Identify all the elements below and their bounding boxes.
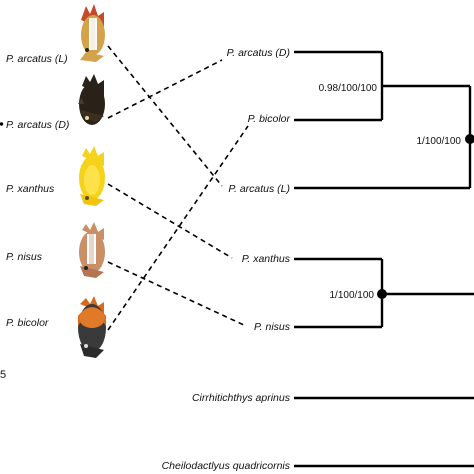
node-marker-arcatus-clade [465,134,474,144]
tip-label-cirrhitichthys: Cirrhitichthys aprinus [192,392,291,404]
fish-bicolor-icon [78,296,106,358]
support-xanthus-nisus: 1/100/100 [330,290,375,301]
link-nisus [107,261,247,327]
fish-label-nisus: P. nisus [6,251,43,263]
edge-dot [0,122,4,126]
node-marker-xanthus-nisus [377,289,387,299]
fish-nisus-icon [79,222,105,278]
tip-label-cheilodactylus: Cheilodactlyus quadricornis [162,460,291,472]
support-arcatus-d-bicolor: 0.98/100/100 [319,83,378,94]
tip-label-nisus: P. nisus [254,321,291,333]
tip-label-arcatus-d: P. arcatus (D) [227,47,290,59]
link-arcatus-l [107,45,223,187]
tip-label-bicolor: P. bicolor [248,113,291,125]
fish-arcatus-l-icon [80,4,105,62]
fish-label-bicolor: P. bicolor [6,317,49,329]
tip-label-arcatus-l: P. arcatus (L) [228,183,290,195]
support-arcatus-clade: 1/100/100 [417,136,462,147]
fish-arcatus-d-icon [78,74,105,125]
fish-label-arcatus-d: P. arcatus (D) [6,119,69,131]
link-xanthus [107,183,233,259]
edge-digit: 5 [0,369,6,381]
link-arcatus-d [107,59,223,119]
fish-label-arcatus-l: P. arcatus (L) [6,53,68,65]
fish-label-xanthus: P. xanthus [6,183,55,195]
tip-label-xanthus: P. xanthus [242,253,291,265]
link-bicolor [107,125,249,331]
phylogenetic-tree [294,50,474,468]
fish-xanthus-icon [79,146,105,206]
